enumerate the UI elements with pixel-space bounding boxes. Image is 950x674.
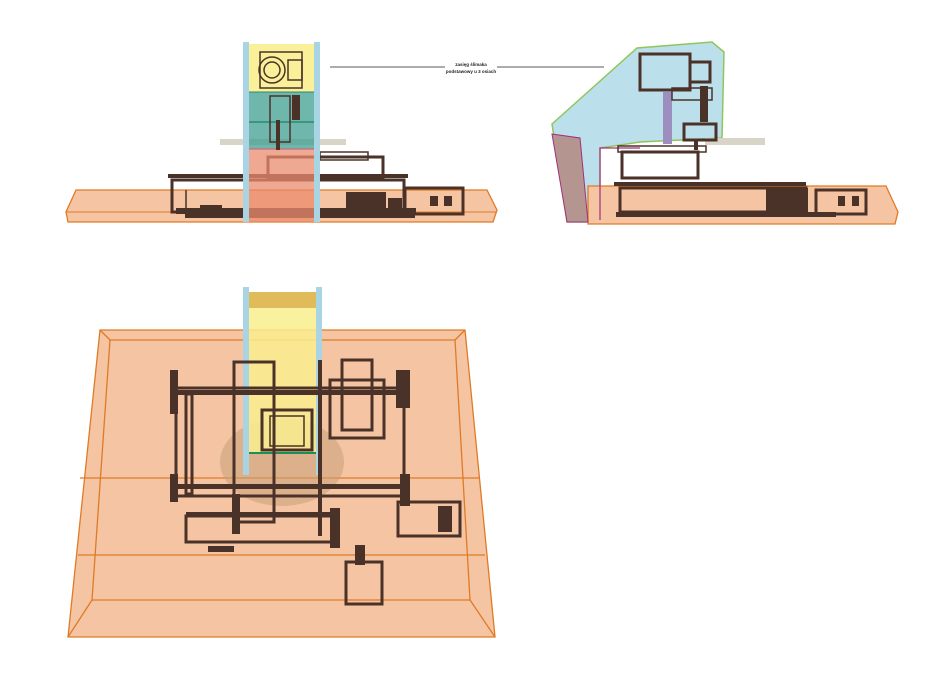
front-column-left-rail <box>243 42 249 222</box>
front-view: zasięg ślimaka podstawowy u 3 osiach <box>65 42 604 223</box>
annotation-line-1: zasięg ślimaka <box>455 62 487 67</box>
side-arm <box>551 133 589 223</box>
side-view <box>551 41 899 225</box>
side-base-platform <box>587 185 899 225</box>
side-mechanism <box>614 52 868 217</box>
side-work-surface <box>705 138 765 145</box>
front-column-right-rail <box>314 42 320 222</box>
top-mechanism <box>170 358 462 606</box>
annotation-line-2: podstawowy u 3 osiach <box>446 69 497 74</box>
top-column-zone <box>247 292 319 454</box>
front-head <box>258 51 303 150</box>
top-view <box>67 287 496 638</box>
front-middle-zone <box>249 92 314 149</box>
side-column <box>663 92 672 144</box>
top-column-left-rail <box>243 287 249 475</box>
front-lower-zone <box>249 149 314 222</box>
